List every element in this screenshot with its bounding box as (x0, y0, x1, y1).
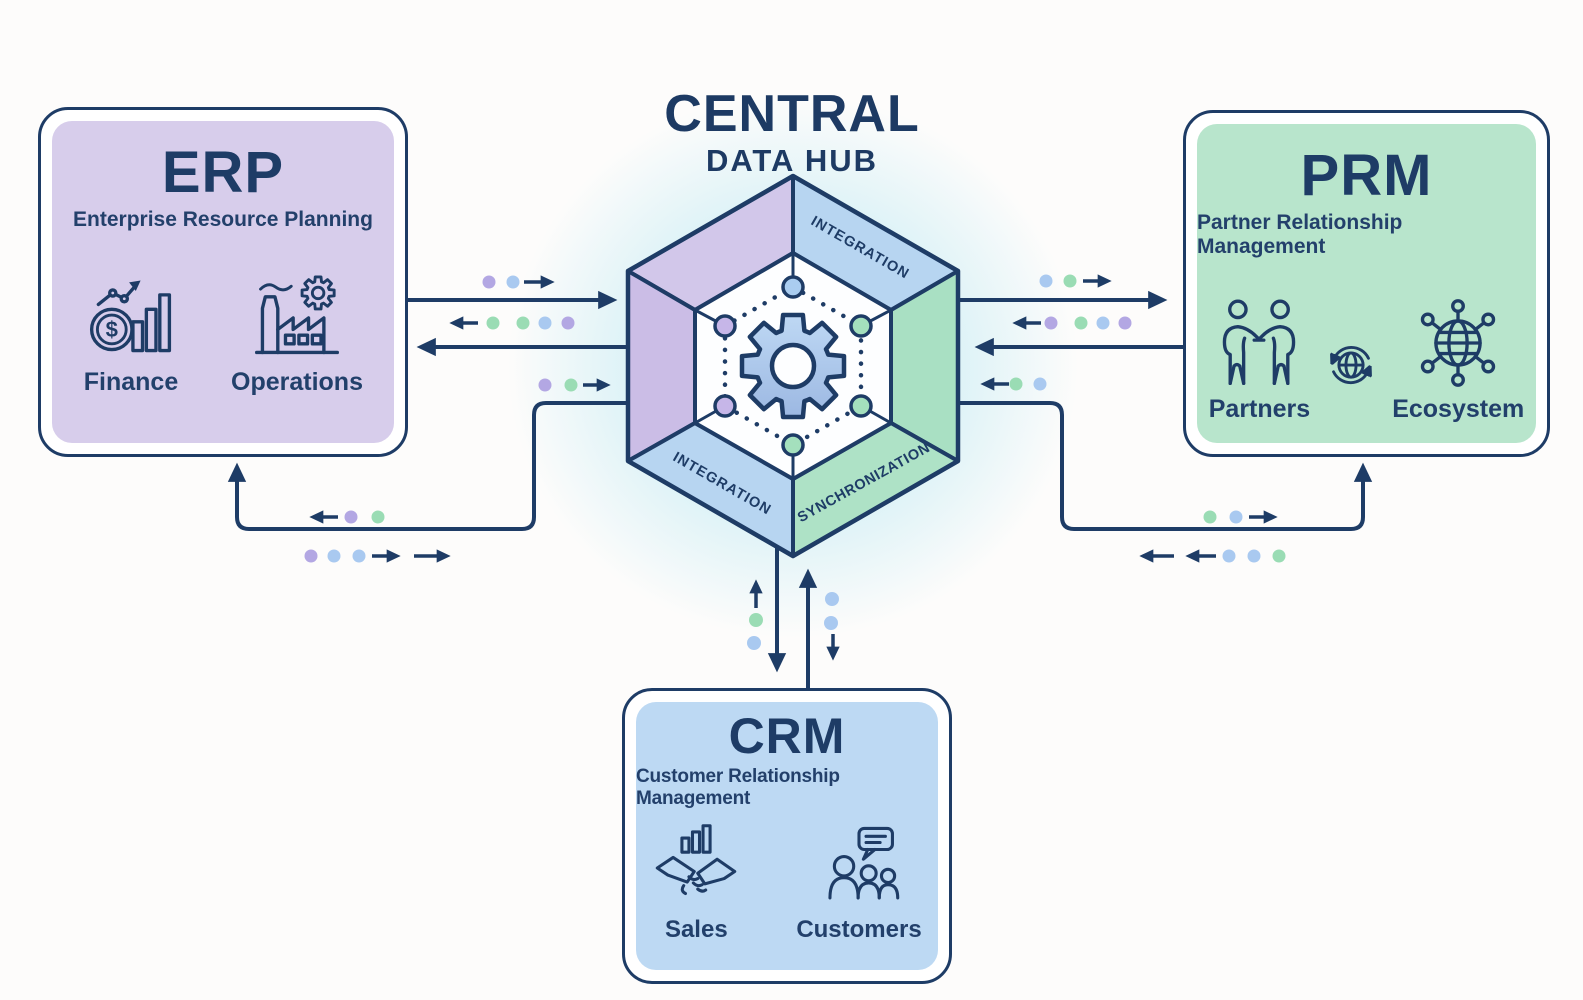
hub-node-lower-left (713, 394, 737, 418)
hub-title-line1: CENTRAL (664, 85, 920, 143)
customers-icon (828, 826, 900, 899)
hub-node-top (781, 275, 805, 299)
dollar-symbol: $ (106, 317, 118, 342)
ecosystem-icon (1421, 298, 1496, 387)
hub-node-lower-right (849, 394, 873, 418)
hub-to-prm-bottom-arrow (958, 401, 1373, 531)
erp-feature-finance: $ Finance (83, 268, 179, 397)
flow-dots-blue (327, 274, 1261, 650)
sync-icon (1320, 346, 1382, 385)
hub-node-upper-left (713, 314, 737, 338)
hub-title-line2: DATA HUB (705, 143, 879, 178)
flow-mini-arrows (309, 274, 1278, 661)
hub-to-erp-bottom-arrow (227, 401, 628, 531)
finance-icon: $ (89, 280, 172, 353)
prm-full-name: Partner Relationship Management (1197, 210, 1403, 258)
sales-icon (656, 823, 737, 895)
erp-feature-label: Operations (231, 367, 363, 396)
operations-icon (254, 275, 339, 355)
prm-feature-label: Partners (1208, 394, 1311, 423)
crm-feature-customers: Customers (796, 824, 922, 944)
hub-node-upper-right (849, 314, 873, 338)
prm-card: PRM Partner Relationship Management (1183, 110, 1550, 457)
erp-full-name: Enterprise Resource Planning (73, 207, 373, 231)
connector-lines (227, 290, 1373, 688)
gear-icon (739, 312, 847, 420)
partners-icon (1223, 299, 1296, 385)
crm-card: CRM Customer Relationship Management (622, 688, 952, 984)
crm-feature-label: Customers (796, 915, 922, 943)
hub-title: CENTRAL DATA HUB (582, 88, 1002, 179)
prm-acronym: PRM (1300, 143, 1433, 208)
prm-sync (1320, 335, 1382, 397)
erp-feature-operations: Operations (231, 268, 363, 397)
central-hub-hexagon (625, 173, 961, 559)
flow-dots-green (371, 274, 1286, 627)
prm-feature-partners: Partners (1209, 295, 1310, 424)
prm-feature-ecosystem: Ecosystem (1392, 295, 1524, 424)
crm-acronym: CRM (728, 708, 846, 764)
erp-feature-label: Finance (83, 367, 179, 396)
hub-nodes (713, 275, 873, 457)
crm-feature-sales: Sales (652, 823, 740, 944)
hub-node-bottom (781, 433, 805, 457)
erp-card: ERP Enterprise Resource Planning $ (38, 107, 408, 457)
erp-acronym: ERP (161, 140, 285, 205)
crm-feature-label: Sales (664, 915, 728, 943)
crm-full-name: Customer Relationship Management (636, 765, 840, 809)
prm-feature-label: Ecosystem (1392, 394, 1525, 423)
flow-dots-purple (304, 275, 1132, 563)
